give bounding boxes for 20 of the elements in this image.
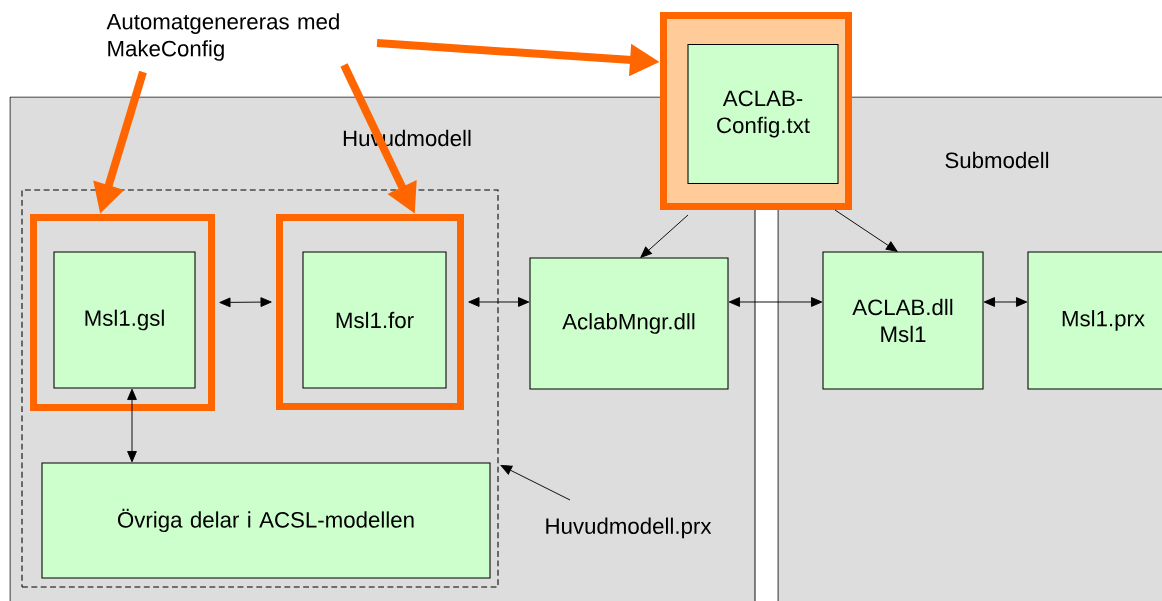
file-box: ACLAB-Config.txt [687,43,839,185]
highlight-frame [276,214,464,410]
annotation-text: Automatgenereras med MakeConfig [106,13,339,61]
arrow [728,297,823,307]
file-box: Msl1.prx [1027,251,1162,390]
leader-line [500,465,571,501]
group-label: Huvudmodell.prx [546,517,712,539]
arrow [640,214,689,258]
arrow [983,297,1028,307]
arrow [834,209,898,252]
highlight-frame [30,214,215,411]
file-box: Msl1.gsl [53,251,196,389]
arrow [219,297,272,308]
file-box: Msl1.for [302,251,447,389]
arrow [127,388,137,463]
dashed-group-box [21,189,499,588]
file-box: Övriga delar i ACSL-modellen [41,462,491,579]
file-box: AclabMngr.dll [529,257,729,390]
arrow [468,297,530,307]
file-box: ACLAB.dll Msl1 [822,251,984,390]
